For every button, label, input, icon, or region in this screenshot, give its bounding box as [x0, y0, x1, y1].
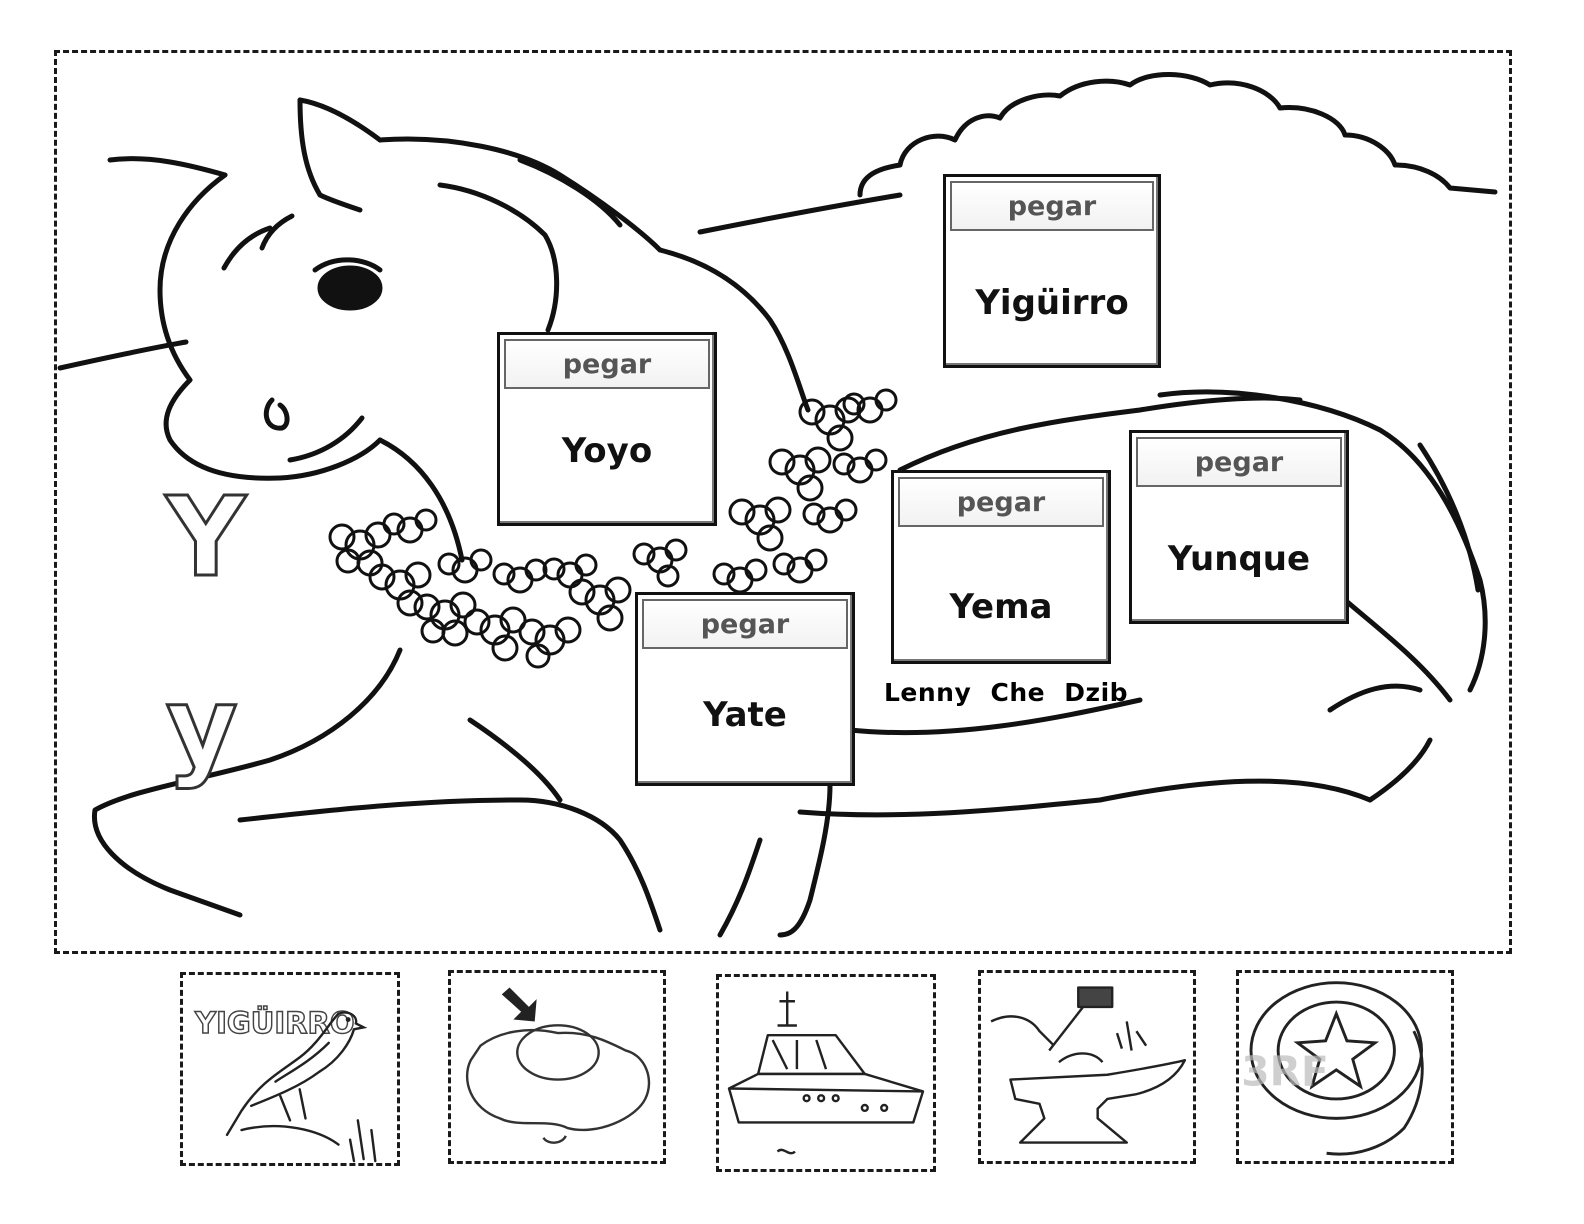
card-yema[interactable]: pegar Yema	[891, 470, 1111, 664]
uppercase-letter: Y	[165, 473, 248, 601]
paste-label: pegar	[504, 339, 710, 389]
yoyo-watermark: 3RF	[1241, 1047, 1328, 1095]
card-word: Yate	[703, 695, 787, 735]
picture-yate[interactable]	[716, 974, 936, 1172]
author-credit: Lenny Che Dzib	[884, 678, 1129, 707]
paste-label: pegar	[1136, 437, 1342, 487]
paste-label: pegar	[642, 599, 848, 649]
picture-yoyo[interactable]: 3RF	[1236, 970, 1454, 1164]
card-word: Yema	[949, 587, 1053, 627]
main-frame	[54, 50, 1512, 954]
card-word: Yoyo	[561, 431, 653, 471]
boat-icon	[727, 991, 925, 1155]
bird-caption: YIGÜIRRO	[194, 1006, 355, 1040]
lowercase-letter: y	[165, 663, 240, 791]
card-word: Yigüirro	[975, 283, 1129, 323]
yoyo-icon: 3RF	[1241, 981, 1424, 1156]
picture-yiguirro[interactable]: YIGÜIRRO	[180, 972, 400, 1166]
anvil-icon	[990, 986, 1187, 1144]
paste-label: pegar	[950, 181, 1154, 231]
picture-yunque[interactable]	[978, 970, 1196, 1164]
card-word: Yunque	[1167, 539, 1311, 579]
paste-label: pegar	[898, 477, 1104, 527]
card-yiguirro[interactable]: pegar Yigüirro	[943, 174, 1161, 368]
card-yunque[interactable]: pegar Yunque	[1129, 430, 1349, 624]
picture-yema[interactable]	[448, 970, 666, 1164]
card-yoyo[interactable]: pegar Yoyo	[497, 332, 717, 526]
bird-icon: YIGÜIRRO	[193, 1005, 377, 1163]
fried-egg-icon	[466, 987, 651, 1144]
card-yate[interactable]: pegar Yate	[635, 592, 855, 786]
